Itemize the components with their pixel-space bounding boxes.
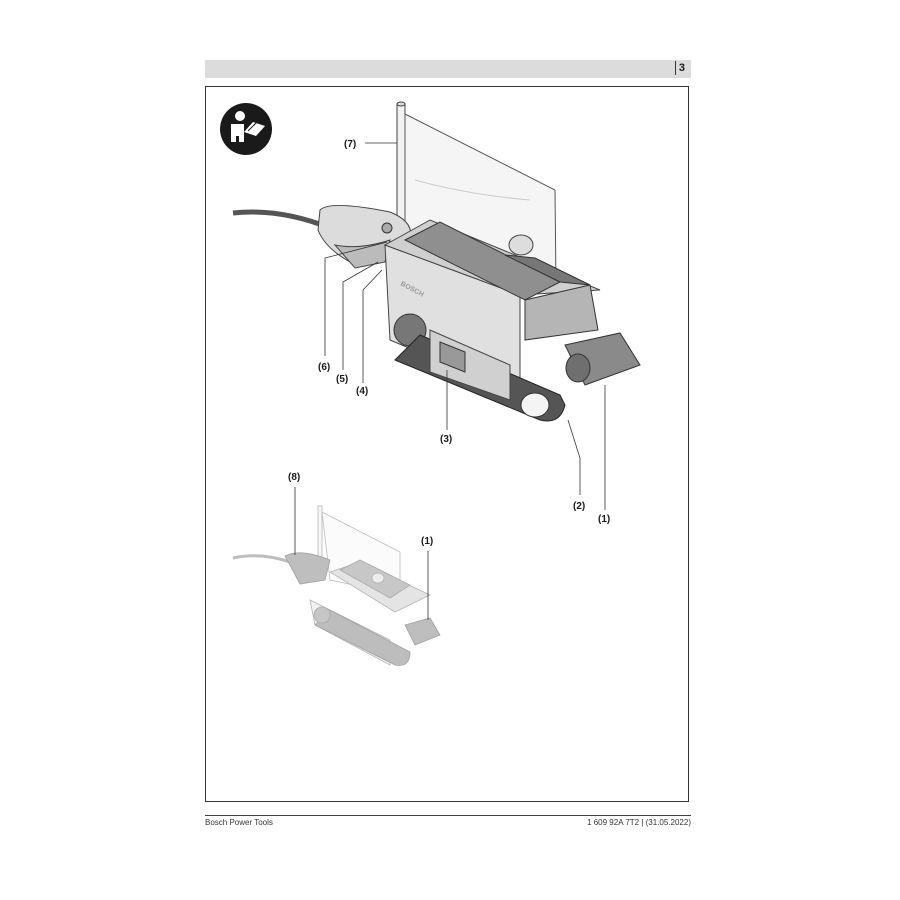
- label-5: (5): [336, 374, 348, 385]
- callout-lines-small: [294, 487, 429, 620]
- label-1-small: (1): [421, 536, 433, 547]
- label-1: (1): [598, 514, 610, 525]
- read-manual-icon: [220, 103, 272, 155]
- figure-frame: [205, 86, 689, 802]
- label-4: (4): [356, 386, 368, 397]
- belt-sander-main: BOSCH: [232, 101, 641, 422]
- header-bar: 3: [205, 60, 691, 78]
- label-2: (2): [573, 501, 585, 512]
- label-3: (3): [440, 434, 452, 445]
- footer-publisher: Bosch Power Tools: [205, 818, 273, 827]
- label-6: (6): [318, 362, 330, 373]
- belt-sander-small: [232, 505, 441, 666]
- label-7: (7): [344, 139, 356, 150]
- footer-divider: [205, 815, 691, 816]
- footer-doc-number: 1 609 92A 7T2 | (31.05.2022): [587, 818, 691, 827]
- page-number: 3: [674, 61, 685, 75]
- callout-lines-main: [324, 142, 606, 510]
- label-8: (8): [288, 472, 300, 483]
